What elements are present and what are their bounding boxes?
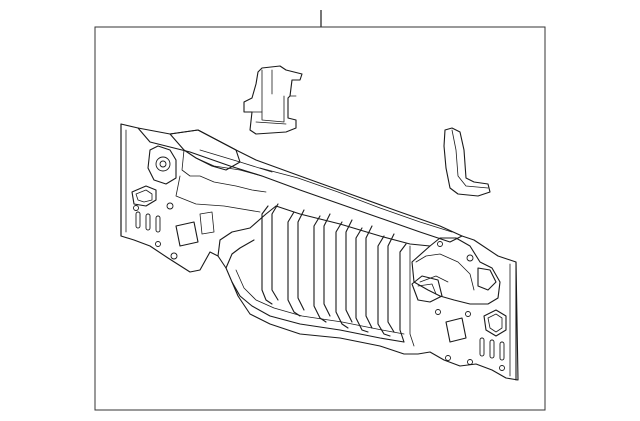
rear-body-panel	[120, 123, 519, 381]
panel-ribs	[261, 203, 415, 347]
diagram-frame	[94, 26, 546, 411]
upper-bracket	[243, 65, 303, 135]
side-brace	[443, 127, 491, 197]
